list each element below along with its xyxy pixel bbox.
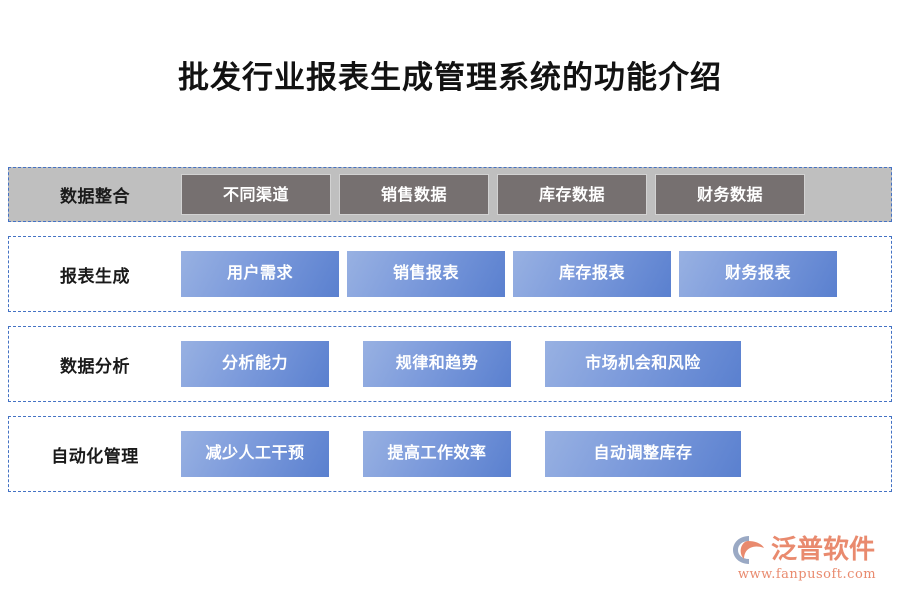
- row-label-data-analysis: 数据分析: [60, 356, 130, 377]
- row-items-automation-management: 减少人工干预 提高工作效率 自动调整库存: [181, 417, 891, 491]
- chip-reduce-manual-intervention[interactable]: 减少人工干预: [181, 431, 329, 477]
- chip-financial-report[interactable]: 财务报表: [679, 251, 837, 297]
- brand-logo: 泛普软件 www.fanpusoft.com: [732, 532, 882, 590]
- logo-url: www.fanpusoft.com: [737, 567, 877, 582]
- chip-inventory-data[interactable]: 库存数据: [497, 174, 647, 215]
- row-label-report-generation: 报表生成: [60, 266, 130, 287]
- chip-inventory-report[interactable]: 库存报表: [513, 251, 671, 297]
- chip-user-requirements[interactable]: 用户需求: [181, 251, 339, 297]
- chip-sales-data[interactable]: 销售数据: [339, 174, 489, 215]
- row-items-report-generation: 用户需求 销售报表 库存报表 财务报表: [181, 237, 891, 311]
- chip-analysis-capability[interactable]: 分析能力: [181, 341, 329, 387]
- row-label-data-integration: 数据整合: [60, 187, 130, 207]
- chip-financial-data[interactable]: 财务数据: [655, 174, 805, 215]
- swoosh-icon: [733, 536, 764, 564]
- diagram-row-report-generation: 报表生成 用户需求 销售报表 库存报表 财务报表: [8, 236, 892, 312]
- diagram-row-data-integration: 数据整合 不同渠道 销售数据 库存数据 财务数据: [8, 167, 892, 222]
- diagram-row-automation-management: 自动化管理 减少人工干预 提高工作效率 自动调整库存: [8, 416, 892, 492]
- row-label-automation-management: 自动化管理: [51, 446, 139, 467]
- title-container: 批发行业报表生成管理系统的功能介绍: [0, 58, 900, 98]
- chip-patterns-and-trends[interactable]: 规律和趋势: [363, 341, 511, 387]
- diagram-rows: 数据整合 不同渠道 销售数据 库存数据 财务数据 报表生成 用户需求 销售报表 …: [8, 167, 892, 506]
- diagram-row-data-analysis: 数据分析 分析能力 规律和趋势 市场机会和风险: [8, 326, 892, 402]
- row-items-data-analysis: 分析能力 规律和趋势 市场机会和风险: [181, 327, 891, 401]
- page-title: 批发行业报表生成管理系统的功能介绍: [178, 60, 722, 96]
- chip-different-channels[interactable]: 不同渠道: [181, 174, 331, 215]
- logo-lockup: 泛普软件: [732, 532, 882, 568]
- chip-improve-work-efficiency[interactable]: 提高工作效率: [363, 431, 511, 477]
- chip-market-opportunities-and-risks[interactable]: 市场机会和风险: [545, 341, 741, 387]
- chip-sales-report[interactable]: 销售报表: [347, 251, 505, 297]
- logo-name: 泛普软件: [771, 535, 876, 565]
- chip-auto-adjust-inventory[interactable]: 自动调整库存: [545, 431, 741, 477]
- row-items-data-integration: 不同渠道 销售数据 库存数据 财务数据: [181, 168, 891, 221]
